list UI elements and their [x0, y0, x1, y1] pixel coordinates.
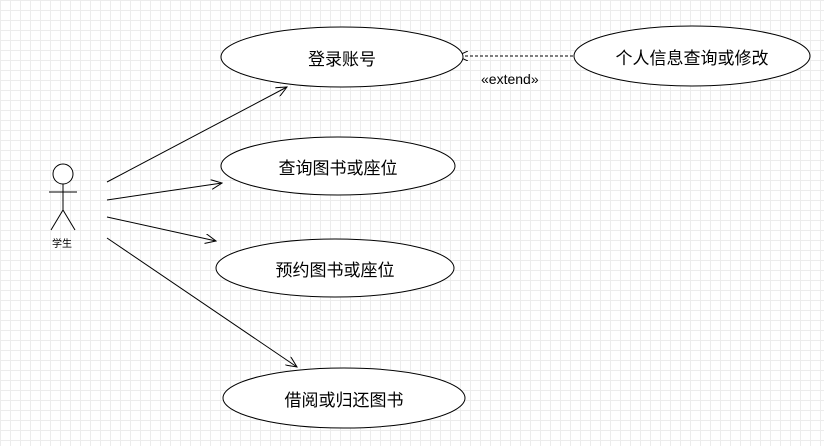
- actor-left-leg: [50, 209, 64, 231]
- association-search[interactable]: [106, 183, 222, 201]
- use-case-login-label: 登录账号: [308, 49, 376, 70]
- actor-label: 学生: [52, 239, 72, 250]
- actor-head: [52, 163, 74, 185]
- use-case-borrow-label: 借阅或归还图书: [284, 390, 404, 411]
- association-reserve[interactable]: [106, 216, 216, 241]
- use-case-reserve-ellipse[interactable]: [215, 238, 455, 298]
- association-login[interactable]: [106, 87, 287, 183]
- actor-right-leg: [62, 209, 76, 231]
- use-case-profile-label: 个人信息查询或修改: [615, 48, 769, 69]
- association-borrow[interactable]: [106, 237, 297, 367]
- use-case-search-ellipse[interactable]: [220, 136, 456, 196]
- use-case-profile-ellipse[interactable]: [573, 25, 811, 87]
- use-case-reserve-label: 预约图书或座位: [275, 260, 395, 281]
- extend-stereotype-label: «extend»: [481, 71, 539, 87]
- actor-figure[interactable]: [49, 163, 77, 231]
- use-case-search-label: 查询图书或座位: [278, 158, 398, 179]
- use-case-login-ellipse[interactable]: [220, 26, 464, 88]
- use-case-borrow-ellipse[interactable]: [222, 367, 466, 429]
